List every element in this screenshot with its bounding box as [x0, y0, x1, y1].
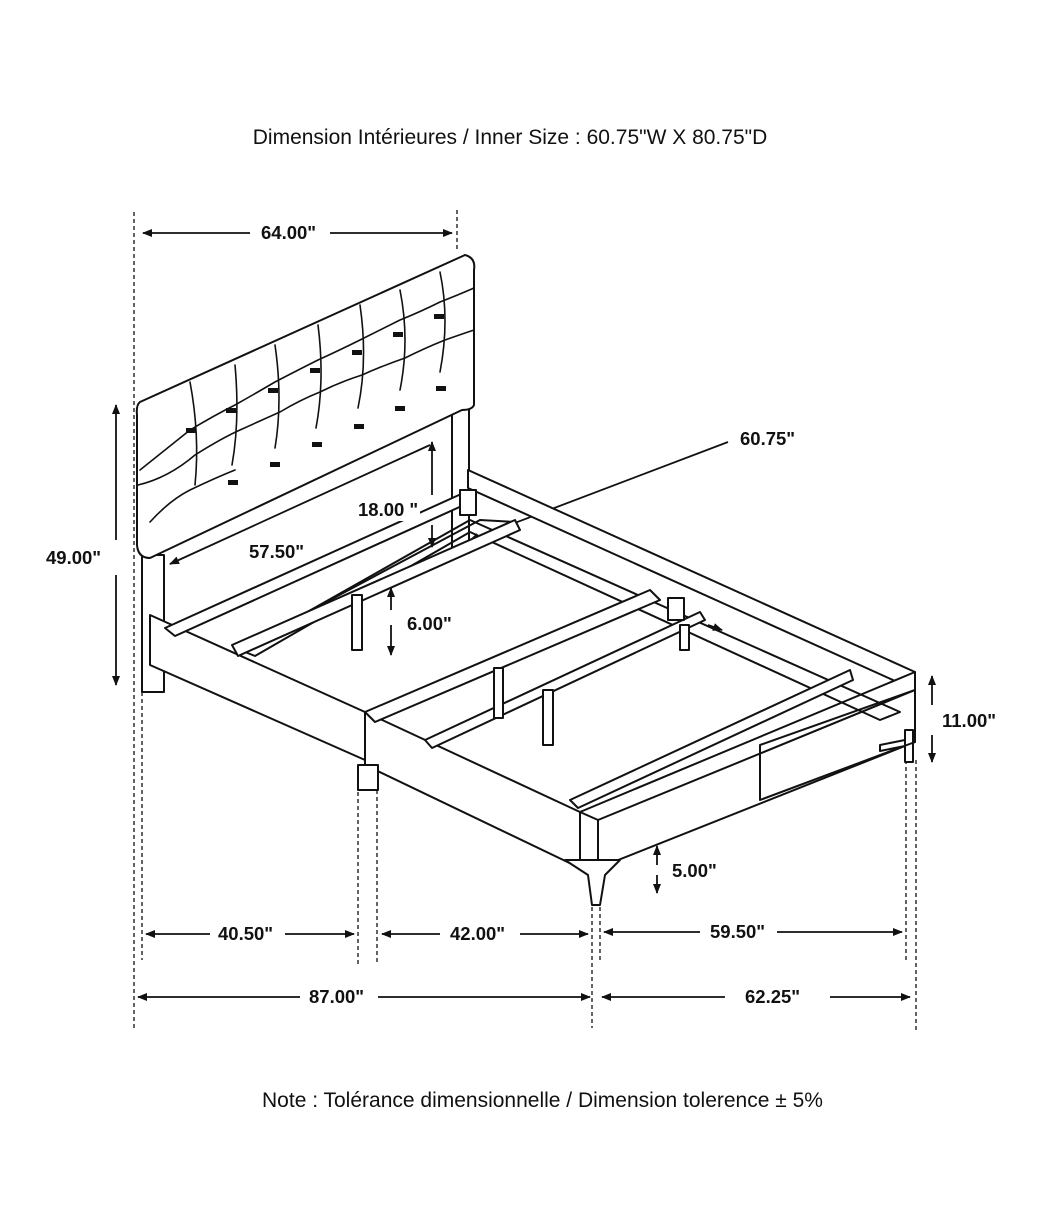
- dim-floor-clearance: 5.00": [670, 860, 719, 882]
- dim-overall-width: 62.25": [743, 986, 803, 1008]
- dim-headboard-inner-width: 57.50": [247, 541, 307, 563]
- bed-outline: [135, 254, 916, 906]
- extension-lines: [133, 210, 917, 1030]
- tolerance-note: Note : Tolérance dimensionnelle / Dimens…: [262, 1089, 823, 1112]
- dimension-arrows: [112, 229, 936, 1001]
- dim-leg-spacing-rear: 40.50": [216, 923, 276, 945]
- inner-size-title: Dimension Intérieures / Inner Size : 60.…: [252, 126, 768, 149]
- dim-overall-height: 49.00": [44, 547, 104, 569]
- dim-overall-length: 87.00": [307, 986, 367, 1008]
- dim-leg-spacing-middle: 42.00": [448, 923, 508, 945]
- dim-slat-length: 60.75": [738, 428, 798, 450]
- dim-front-width: 59.50": [708, 921, 768, 943]
- dim-headboard-panel-height: 18.00 ": [356, 499, 421, 521]
- dim-center-support-height: 6.00": [405, 613, 454, 635]
- dim-side-rail-height: 11.00": [940, 710, 999, 732]
- dim-headboard-width: 64.00": [259, 222, 319, 244]
